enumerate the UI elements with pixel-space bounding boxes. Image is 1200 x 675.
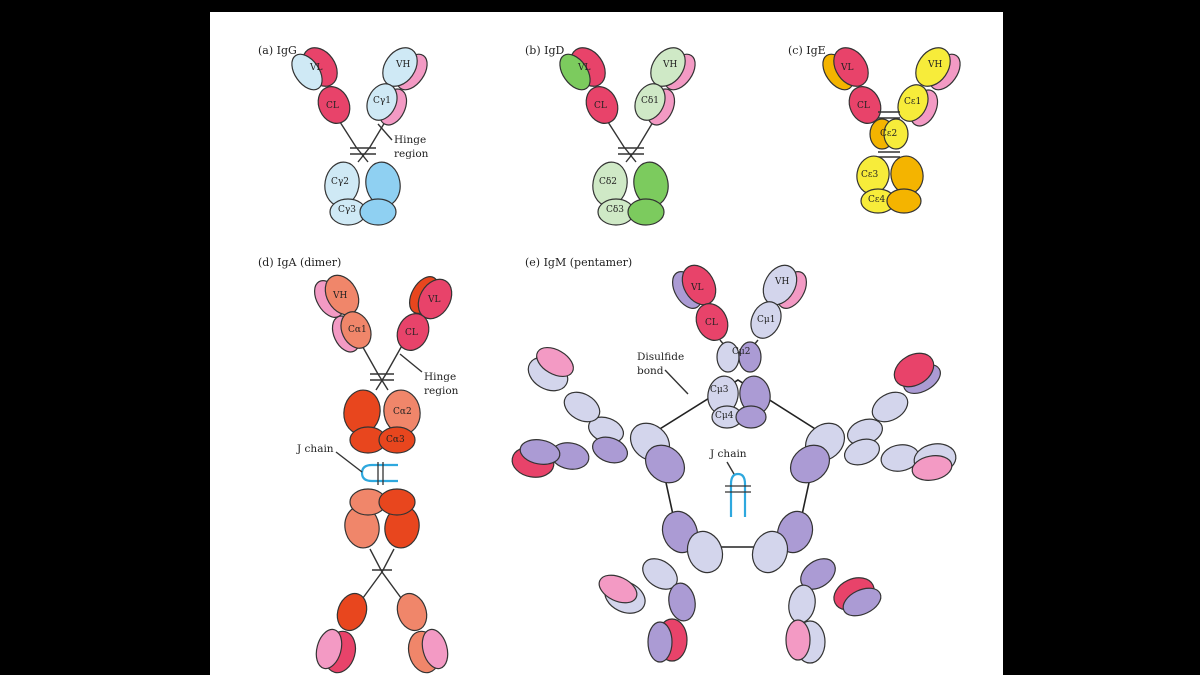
igd-title: (b) IgD bbox=[525, 44, 565, 57]
igd-ch1-label: Cδ1 bbox=[641, 96, 659, 106]
igd-cl-domain bbox=[585, 86, 619, 124]
iga-cl-label: CL bbox=[405, 328, 418, 338]
igm-ch4-label: Cμ4 bbox=[715, 411, 734, 421]
ige-ch2-right-domain bbox=[883, 118, 909, 150]
igm-monomer-top bbox=[671, 264, 808, 429]
iga-j-chain-label: J chain bbox=[296, 443, 334, 455]
igg-vh-left-domain bbox=[291, 53, 323, 91]
ige-ch4-label: Cε4 bbox=[868, 195, 886, 205]
igd-cl-label: CL bbox=[594, 101, 607, 111]
igd-vh-label: VH bbox=[662, 60, 677, 70]
ige-ch4-right-domain bbox=[886, 188, 922, 214]
iga-ch3-right-domain bbox=[378, 426, 416, 454]
igm-monomer-right bbox=[789, 352, 957, 484]
iga-vl-label: VL bbox=[427, 295, 440, 305]
iga-hinge-label-line1: Hinge bbox=[424, 371, 456, 383]
iga-panel: (d) IgA (dimer) bbox=[258, 256, 459, 674]
igm-disulfide-pentagon bbox=[654, 379, 821, 548]
igd-ch3-right-domain bbox=[627, 198, 665, 226]
igg-hinge bbox=[339, 121, 386, 163]
igg-title: (a) IgG bbox=[258, 44, 297, 57]
igg-ch3-label: Cγ3 bbox=[338, 205, 356, 215]
igm-cl-label: CL bbox=[705, 318, 718, 328]
igd-ch1-domain bbox=[634, 83, 666, 121]
igg-ch1-domain bbox=[366, 83, 398, 121]
ige-cl-label: CL bbox=[857, 101, 870, 111]
iga-ch2-label: Cα2 bbox=[393, 407, 412, 417]
igg-hinge-label-line2: region bbox=[394, 148, 429, 160]
igd-hinge bbox=[607, 121, 654, 163]
igm-disulfide-label-line2: bond bbox=[637, 365, 664, 377]
igd-vl-label: VL bbox=[577, 63, 590, 73]
igm-ch1-label: Cμ1 bbox=[757, 315, 775, 325]
igm-panel: (e) IgM (pentamer) bbox=[511, 256, 957, 664]
igm-j-chain-label: J chain bbox=[709, 448, 747, 460]
ige-vh-label: VH bbox=[927, 60, 942, 70]
ige-ch3-label: Cε3 bbox=[861, 170, 879, 180]
igg-hinge-label-line1: Hinge bbox=[394, 134, 426, 146]
ige-ch2-label: Cε2 bbox=[880, 129, 897, 139]
igg-vl-label: VL bbox=[309, 63, 322, 73]
igm-title: (e) IgM (pentamer) bbox=[525, 256, 632, 269]
iga-hinge-label-line2: region bbox=[424, 385, 459, 397]
igg-cl-label: CL bbox=[326, 101, 339, 111]
ige-vl-label: VL bbox=[840, 63, 853, 73]
antibody-classes-diagram: (a) IgG VL VH CL Cγ1 Cγ2 Cγ3 Hinge regio… bbox=[258, 44, 961, 674]
iga-ch1-domain bbox=[340, 311, 372, 349]
iga-ch1-label: Cα1 bbox=[348, 325, 367, 335]
igm-ch3-label: Cμ3 bbox=[710, 385, 729, 395]
igm-monomer-bottom-left bbox=[598, 510, 724, 663]
ige-vh-domain bbox=[915, 47, 951, 87]
igg-cl-domain bbox=[317, 86, 351, 124]
ige-ch1-domain bbox=[897, 84, 929, 122]
iga-j-chain bbox=[360, 462, 398, 485]
igm-j-chain bbox=[725, 472, 751, 517]
igg-ch2-label: Cγ2 bbox=[331, 177, 349, 187]
ige-vl-domain bbox=[833, 47, 869, 87]
igm-monomer-left bbox=[511, 346, 686, 484]
igm-disulfide-label-line1: Disulfide bbox=[637, 351, 684, 363]
igg-ch3-right-domain bbox=[359, 198, 397, 226]
ige-title: (c) IgE bbox=[788, 44, 826, 57]
igm-ch2-label: Cμ2 bbox=[732, 347, 750, 357]
igg-vh-label: VH bbox=[395, 60, 410, 70]
iga-cl-domain bbox=[396, 313, 430, 351]
igg-panel: (a) IgG VL VH CL Cγ1 Cγ2 Cγ3 Hinge regio… bbox=[258, 44, 429, 226]
igm-vh-label: VH bbox=[774, 277, 789, 287]
iga-vh-label: VH bbox=[332, 291, 347, 301]
igd-ch2-label: Cδ2 bbox=[599, 177, 617, 187]
iga-ch3-label: Cα3 bbox=[386, 435, 405, 445]
figure-panel: (a) IgG VL VH CL Cγ1 Cγ2 Cγ3 Hinge regio… bbox=[210, 12, 1003, 675]
igm-monomer-bottom-right bbox=[751, 510, 882, 664]
iga-title: (d) IgA (dimer) bbox=[258, 256, 341, 269]
ige-cl-domain bbox=[848, 86, 882, 124]
igm-vl-label: VL bbox=[690, 283, 703, 293]
ige-panel: (c) IgE VL VH CL Cε1 Cε2 Cε3 Cε4 bbox=[788, 44, 961, 214]
ige-ch1-label: Cε1 bbox=[904, 97, 921, 107]
igd-ch3-label: Cδ3 bbox=[606, 205, 624, 215]
igd-panel: (b) IgD VL VH CL Cδ1 Cδ2 Cδ3 bbox=[525, 44, 696, 226]
igg-ch1-label: Cγ1 bbox=[373, 96, 391, 106]
